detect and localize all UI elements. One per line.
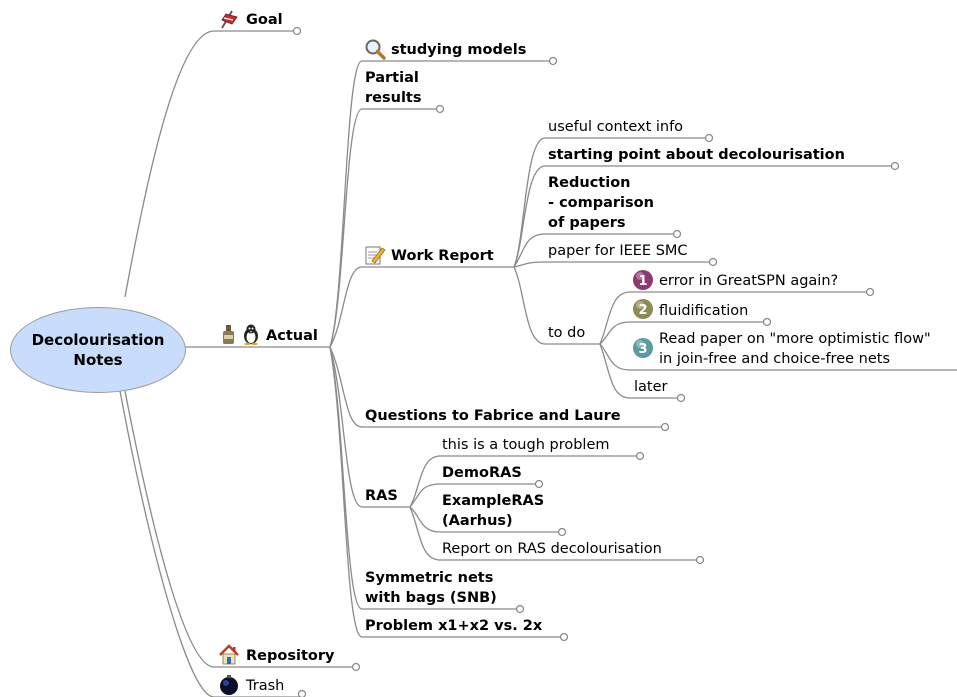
collapse-handle-tough [635, 451, 645, 461]
collapse-handle-partial [435, 104, 445, 114]
topic-exampleras-line2: (Aarhus) [442, 513, 513, 529]
edge-partial [329, 108, 440, 348]
topic-error-greatspn[interactable]: error in GreatSPN again? [659, 273, 839, 289]
edge-later [599, 343, 681, 399]
house-icon [219, 644, 239, 665]
collapse-handle-report [695, 555, 705, 565]
notepad-pencil-icon [365, 246, 386, 265]
collapse-handle-starting [890, 161, 900, 171]
topic-exampleras[interactable]: ExampleRAS (Aarhus) [442, 491, 544, 531]
topic-read-paper[interactable]: Read paper on "more optimistic flow" in … [659, 329, 931, 369]
topic-later[interactable]: later [634, 379, 668, 395]
topic-partial-results-line2: results [365, 90, 422, 106]
collapse-handle-example [557, 527, 567, 537]
edge-goal [124, 30, 297, 298]
bottle-icon [223, 325, 234, 344]
topic-ras-report[interactable]: Report on RAS decolourisation [442, 541, 662, 557]
collapse-handle-problem [559, 632, 569, 642]
collapse-handle-useful [704, 133, 714, 143]
collapse-handle-demo [534, 479, 544, 489]
collapse-handle-questions [660, 422, 670, 432]
penguin-icon [244, 324, 258, 345]
topic-reduction-line1: Reduction [548, 175, 631, 191]
edge-ras [329, 346, 410, 508]
topic-repository[interactable]: Repository [246, 648, 335, 664]
topic-studying-models[interactable]: studying models [391, 42, 527, 58]
edge-example [409, 506, 562, 533]
edge-demo [409, 483, 539, 508]
topic-questions[interactable]: Questions to Fabrice and Laure [365, 408, 621, 424]
collapse-handle-error [865, 287, 875, 297]
topic-starting-point[interactable]: starting point about decolourisation [548, 147, 845, 163]
topic-to-do[interactable]: to do [548, 325, 586, 341]
topic-partial-results-line1: Partial [365, 70, 419, 86]
topic-ras[interactable]: RAS [365, 488, 398, 504]
topic-fluidification[interactable]: fluidification [659, 303, 749, 319]
flag-icon [221, 10, 238, 29]
topic-snb[interactable]: Symmetric nets with bags (SNB) [365, 568, 497, 608]
topic-paper-ieee[interactable]: paper for IEEE SMC [548, 243, 688, 259]
priority-3-icon: 3 [633, 338, 653, 358]
topic-partial-results[interactable]: Partial results [365, 68, 421, 108]
topic-read-paper-line2: in join-free and choice-free nets [659, 351, 891, 367]
edge-fluid [599, 321, 767, 345]
topic-reduction-line3: of papers [548, 215, 626, 231]
topic-read-paper-line1: Read paper on "more optimistic flow" [659, 331, 931, 347]
priority-1-label: 1 [638, 274, 647, 289]
collapse-handle-reduction [672, 229, 682, 239]
edge-starting [513, 165, 895, 268]
collapse-handle-snb [515, 604, 525, 614]
root-title-line1: Decolourisation [31, 331, 165, 349]
edge-report [409, 506, 700, 561]
topic-useful-context[interactable]: useful context info [548, 119, 684, 135]
collapse-handle-studying [548, 56, 558, 66]
edge-tough [409, 455, 640, 508]
collapse-handle-goal [292, 26, 302, 36]
topic-goal[interactable]: Goal [246, 12, 283, 28]
collapse-handle-repository [351, 662, 361, 672]
topic-reduction[interactable]: Reduction - comparison of papers [548, 173, 654, 233]
topic-problem[interactable]: Problem x1+x2 vs. 2x [365, 618, 543, 634]
edge-workreport [329, 266, 514, 348]
edge-todo [513, 266, 600, 345]
collapse-handle-fluid [762, 317, 772, 327]
bomb-icon [220, 675, 238, 695]
topic-snb-line1: Symmetric nets [365, 570, 494, 586]
edge-repository [124, 390, 356, 668]
topic-trash[interactable]: Trash [246, 678, 285, 694]
topic-work-report[interactable]: Work Report [391, 248, 494, 264]
topic-demoras[interactable]: DemoRAS [442, 465, 522, 481]
root-topic[interactable]: Decolourisation Notes [10, 307, 186, 393]
topic-exampleras-line1: ExampleRAS [442, 493, 545, 509]
edge-trash [119, 390, 302, 697]
topic-actual[interactable]: Actual [266, 328, 318, 344]
edge-problem [329, 346, 564, 638]
edge-questions [329, 346, 665, 428]
edge-ieee [513, 261, 713, 268]
collapse-handle-ieee [708, 257, 718, 267]
topic-tough-problem[interactable]: this is a tough problem [442, 437, 610, 453]
priority-1-icon: 1 [633, 270, 653, 290]
priority-3-label: 3 [638, 342, 647, 357]
edge-studying [329, 60, 553, 348]
root-title-line2: Notes [73, 351, 123, 369]
priority-2-icon: 2 [633, 299, 653, 319]
collapse-handle-later [676, 393, 686, 403]
topic-reduction-line2: - comparison [548, 195, 654, 211]
topic-snb-line2: with bags (SNB) [365, 590, 497, 606]
edge-read [599, 343, 957, 371]
edge-error [599, 291, 870, 345]
edge-reduction [513, 233, 677, 268]
collapse-handle-trash [297, 689, 307, 697]
magnifier-icon [365, 39, 386, 60]
priority-2-label: 2 [638, 303, 647, 318]
